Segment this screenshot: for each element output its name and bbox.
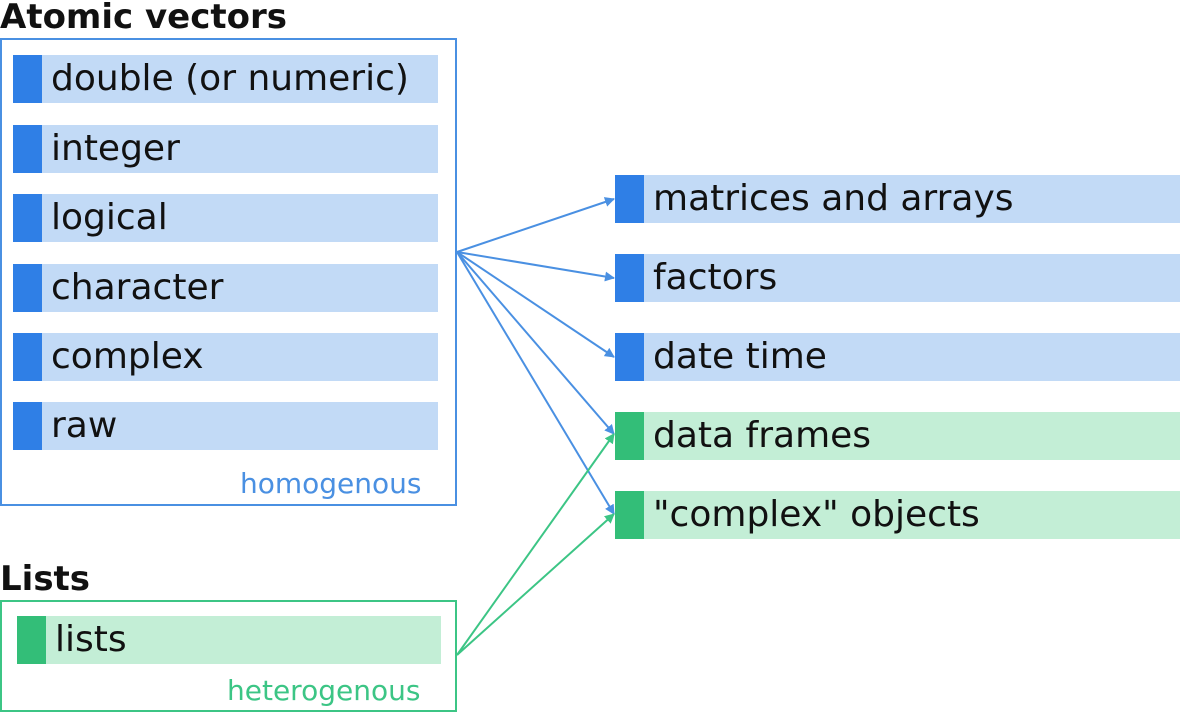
atomic-item-integer: integer [13, 125, 438, 173]
atomic-item-raw: raw [13, 402, 438, 450]
lists-box [0, 600, 457, 712]
item-marker [13, 55, 42, 103]
derived-item-datetime: date time [615, 333, 1180, 381]
atomic-vectors-box [0, 38, 457, 506]
homogenous-caption: homogenous [240, 467, 422, 500]
derived-item-dataframes: data frames [615, 412, 1180, 460]
derived-item-matrices: matrices and arrays [615, 175, 1180, 223]
item-label: data frames [653, 415, 872, 456]
heterogenous-caption: heterogenous [227, 674, 421, 707]
atomic-vectors-heading: Atomic vectors [0, 0, 287, 37]
arrow-to-datetime [456, 251, 615, 358]
item-marker [17, 616, 46, 664]
item-label: matrices and arrays [653, 178, 1014, 219]
item-marker [13, 402, 42, 450]
item-marker [13, 264, 42, 312]
atomic-item-logical: logical [13, 194, 438, 242]
atomic-item-double: double (or numeric) [13, 55, 438, 103]
item-label: logical [51, 197, 168, 238]
item-label: double (or numeric) [51, 58, 409, 99]
list-arrow-to-complex-objects [456, 513, 615, 656]
item-marker [615, 491, 644, 539]
derived-item-complex-objects: "complex" objects [615, 491, 1180, 539]
arrow-to-complex-objects [456, 251, 615, 515]
item-label: lists [55, 619, 127, 660]
derived-item-factors: factors [615, 254, 1180, 302]
arrow-to-dataframes [456, 251, 615, 435]
item-marker [13, 333, 42, 381]
arrow-to-matrices [456, 197, 615, 253]
item-marker [13, 194, 42, 242]
item-marker [13, 125, 42, 173]
list-arrow-to-dataframes [456, 433, 615, 656]
item-label: character [51, 267, 224, 308]
item-label: date time [653, 336, 827, 377]
atomic-item-character: character [13, 264, 438, 312]
item-marker [615, 175, 644, 223]
item-label: "complex" objects [653, 494, 980, 535]
item-marker [615, 254, 644, 302]
atomic-item-complex: complex [13, 333, 438, 381]
lists-item-lists: lists [17, 616, 441, 664]
lists-connectors [456, 433, 615, 656]
lists-heading: Lists [0, 559, 91, 599]
arrow-to-factors [456, 251, 615, 282]
item-label: complex [51, 336, 204, 377]
item-marker [615, 412, 644, 460]
item-marker [615, 333, 644, 381]
item-label: factors [653, 257, 778, 298]
item-label: raw [51, 405, 118, 446]
item-label: integer [51, 128, 180, 169]
